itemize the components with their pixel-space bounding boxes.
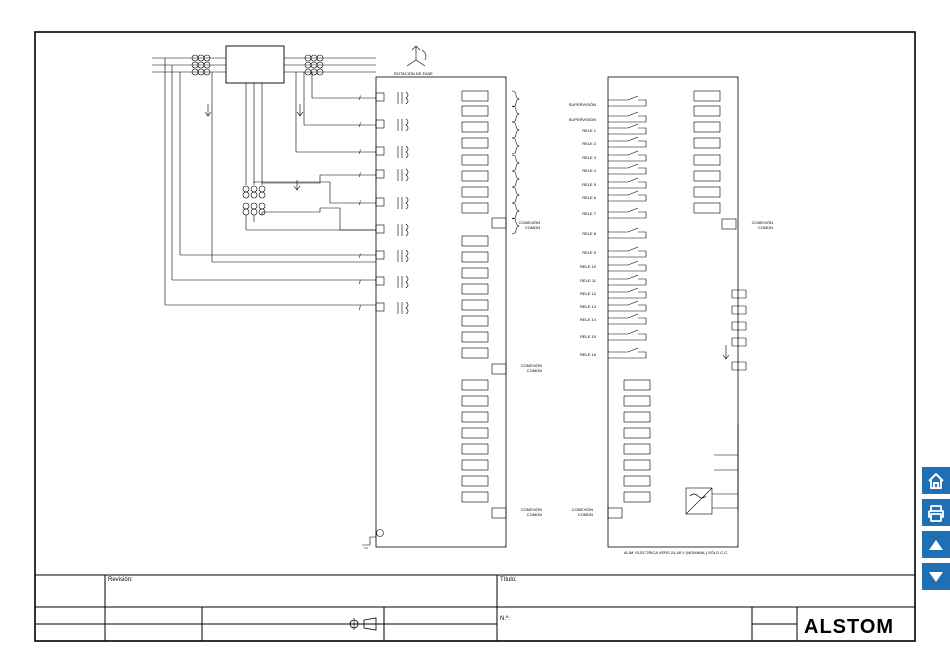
title-block [35,574,915,641]
svg-text:I: I [359,96,361,102]
svg-text:COMÚN: COMÚN [525,225,540,230]
svg-text:SUPERVISIÓN: SUPERVISIÓN [569,117,596,122]
analog-inputs [375,92,385,312]
opto-inputs-right-lower [607,379,651,519]
svg-text:RELE 10: RELE 10 [580,264,597,269]
phase-rotation-label: ROTACIÓN DE FASE [394,71,433,76]
title-label: Título: [500,577,517,583]
svg-text:RELE 2: RELE 2 [582,141,597,146]
svg-text:RELE 1: RELE 1 [582,128,597,133]
svg-text:COMÚN: COMÚN [578,512,593,517]
svg-text:RELE 6: RELE 6 [582,195,597,200]
number-label: N.º: [500,615,510,622]
opto-inputs-right-top [693,90,737,230]
terminal-brackets-left [511,90,520,235]
input-transformers [397,91,409,315]
scroll-down-button[interactable] [922,563,950,590]
relay-output-contacts [608,95,647,359]
company-logo: ALSTOM [804,616,894,638]
vt-coils [242,185,266,216]
ct-coils-right [304,54,324,76]
svg-text:I: I [359,150,361,156]
svg-text:RELE 8: RELE 8 [582,231,597,236]
ct-coils-left [191,54,211,76]
svg-text:I: I [359,123,361,129]
svg-text:I: I [359,254,361,260]
scroll-up-button[interactable] [922,531,950,558]
svg-text:CONEXIÓN: CONEXIÓN [521,507,542,512]
current-symbols: I I I I I I I I [359,96,361,312]
home-button[interactable] [922,467,950,494]
svg-text:COMÚN: COMÚN [527,368,542,373]
svg-text:CONEXIÓN: CONEXIÓN [572,507,593,512]
svg-text:I: I [359,201,361,207]
power-supply-block [685,487,713,515]
drawing-border [34,31,916,642]
opto-inputs-group-2 [461,235,507,375]
svg-text:CONEXIÓN: CONEXIÓN [752,220,773,225]
svg-text:CONEXIÓN: CONEXIÓN [519,220,540,225]
svg-text:I: I [359,306,361,312]
svg-text:I: I [359,173,361,179]
svg-text:RELE 13: RELE 13 [580,304,597,309]
svg-text:SUPERVISIÓN: SUPERVISIÓN [569,102,596,107]
home-icon [928,472,944,489]
svg-text:RELE 14: RELE 14 [580,317,597,322]
svg-text:RELE 5: RELE 5 [582,182,597,187]
print-icon [928,504,944,522]
power-supply-label: ALIM. ELÉCTRICA VERS 24-48 V (NOMINAL) S… [624,550,728,555]
svg-text:I: I [359,280,361,286]
auxiliary-contacts [714,289,747,510]
svg-text:COMÚN: COMÚN [758,225,773,230]
opto-inputs-group-1 [461,90,507,229]
relay-case-left [375,76,507,548]
svg-text:RELE 16: RELE 16 [580,352,597,357]
svg-text:RELE 11: RELE 11 [580,278,596,283]
relay-case-right [607,76,739,548]
protected-equipment-box [225,45,285,84]
svg-text:RELE 12: RELE 12 [580,291,597,296]
svg-text:CONEXIÓN: CONEXIÓN [521,363,542,368]
svg-text:RELE 3: RELE 3 [582,155,597,160]
schematic [152,45,747,549]
common-connection-labels: CONEXIÓN COMÚN CONEXIÓN COMÚN CONEXIÓN C… [519,220,773,517]
opto-inputs-group-3 [461,379,507,519]
arrow-up-icon [929,539,943,550]
svg-text:RELE 9: RELE 9 [582,250,597,255]
svg-text:RELE 7: RELE 7 [582,211,597,216]
revision-label: Revisión: [108,577,133,583]
arrow-down-icon [929,571,943,582]
print-button[interactable] [922,499,950,526]
relay-labels: SUPERVISIÓN SUPERVISIÓN RELE 1 RELE 2 RE… [569,102,597,357]
svg-text:COMÚN: COMÚN [527,512,542,517]
svg-text:RELE 4: RELE 4 [582,168,597,173]
svg-text:RELE 15: RELE 15 [580,334,597,339]
